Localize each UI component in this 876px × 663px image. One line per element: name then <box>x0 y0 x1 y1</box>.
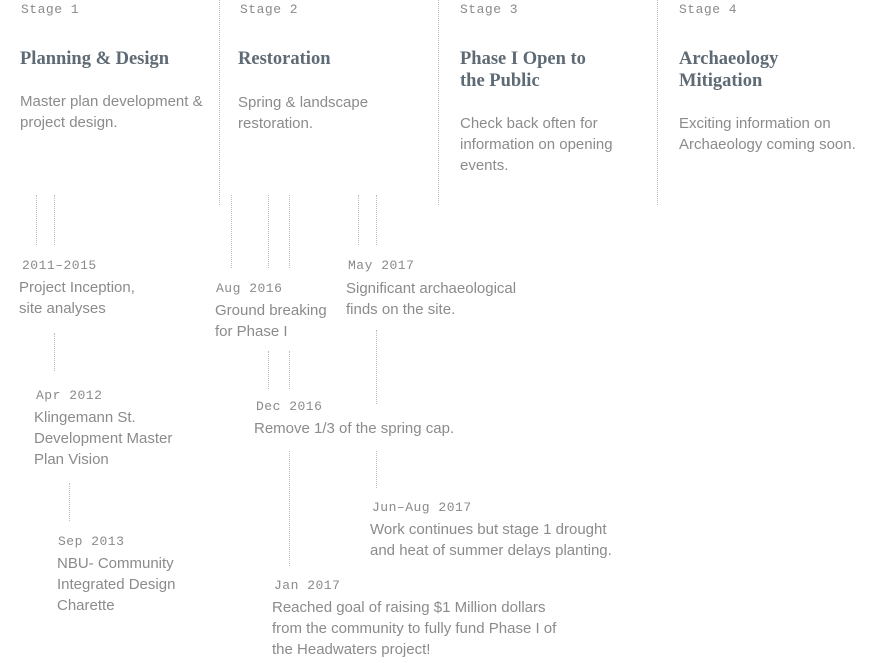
stage-2-description: Spring & landscape restoration. <box>238 94 369 132</box>
event-date: 2011–2015 <box>22 258 97 273</box>
stage-divider-3 <box>657 0 658 205</box>
event-text: Klingemann St. Development Master Plan V… <box>34 409 173 468</box>
event-connector <box>289 351 290 389</box>
event-text: Remove 1/3 of the spring cap. <box>254 420 455 437</box>
event-date: Aug 2016 <box>216 281 283 296</box>
stage-3-title: Phase I Open to the Public <box>460 49 586 91</box>
stage-1-title: Planning & Design <box>20 49 170 69</box>
event-text: Significant archaeological finds on the … <box>346 280 517 318</box>
event-connector <box>376 195 377 245</box>
event-connector <box>358 195 359 245</box>
stage-3-description: Check back often for information on open… <box>460 115 613 174</box>
event-text: Reached goal of raising $1 Million dolla… <box>272 599 557 658</box>
event-text: Ground breaking for Phase I <box>215 302 327 340</box>
event-connector <box>376 451 377 488</box>
event-date: Jun–Aug 2017 <box>372 500 472 515</box>
stage-2-label: Stage 2 <box>240 2 299 17</box>
stage-divider-1 <box>219 0 220 205</box>
stage-1-label: Stage 1 <box>21 2 80 17</box>
event-connector <box>268 351 269 389</box>
event-date: Dec 2016 <box>256 399 323 414</box>
event-connector <box>376 330 377 404</box>
stage-2-title: Restoration <box>238 49 331 69</box>
event-connector <box>54 195 55 245</box>
stage-4-label: Stage 4 <box>679 2 738 17</box>
event-text: NBU- Community Integrated Design Charett… <box>57 555 176 614</box>
event-date: Apr 2012 <box>36 388 103 403</box>
event-connector <box>289 195 290 268</box>
event-date: May 2017 <box>348 258 415 273</box>
stage-4-title: Archaeology Mitigation <box>679 49 779 91</box>
event-connector <box>69 483 70 521</box>
event-text: Project Inception, site analyses <box>19 279 135 317</box>
stage-3-label: Stage 3 <box>460 2 519 17</box>
event-connector <box>54 333 55 371</box>
event-connector <box>289 451 290 566</box>
event-connector <box>231 195 232 268</box>
event-connector <box>268 195 269 268</box>
event-connector <box>36 195 37 245</box>
event-text: Work continues but stage 1 drought and h… <box>370 521 612 559</box>
event-date: Jan 2017 <box>274 578 341 593</box>
stage-4-description: Exciting information on Archaeology comi… <box>679 115 856 153</box>
stage-1-description: Master plan development & project design… <box>20 93 203 131</box>
event-date: Sep 2013 <box>58 534 125 549</box>
stage-divider-2 <box>438 0 439 205</box>
